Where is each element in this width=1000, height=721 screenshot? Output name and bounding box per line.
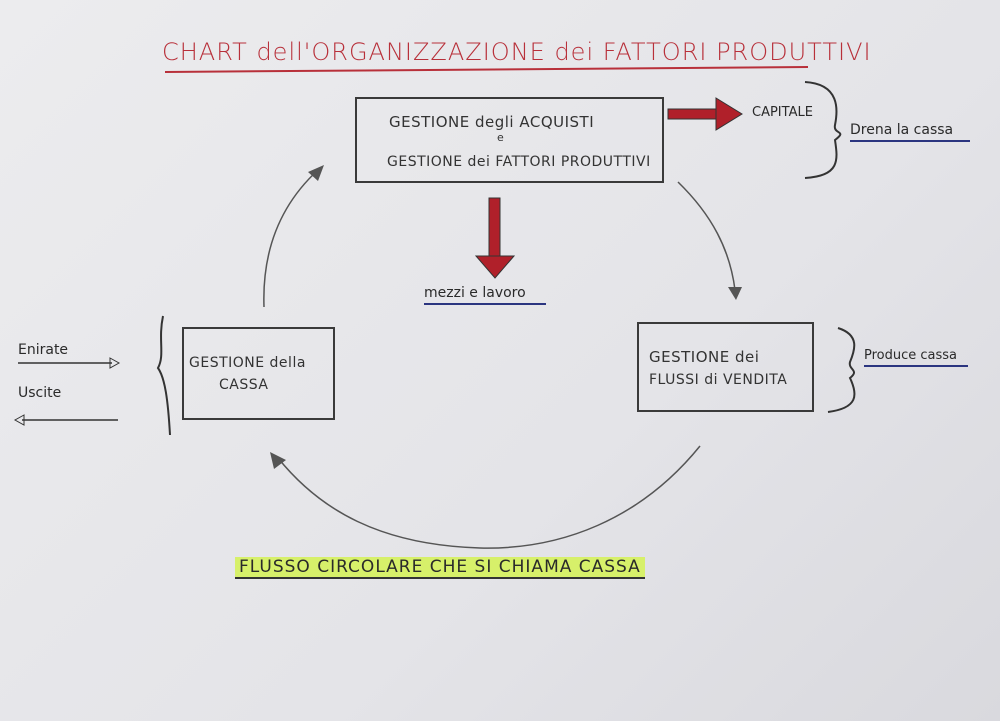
arrow-to-capitale bbox=[667, 97, 743, 131]
box-gestione-vendita: GESTIONE dei FLUSSI di VENDITA bbox=[637, 322, 814, 412]
footer-flusso-circolare: FLUSSO CIRCOLARE CHE SI CHIAMA CASSA bbox=[235, 557, 645, 579]
flow-arrow-acquisti-to-vendita bbox=[677, 181, 736, 291]
brace-cassa bbox=[156, 315, 171, 436]
acquisti-line2: GESTIONE dei FATTORI PRODUTTIVI bbox=[387, 154, 651, 170]
label-uscite: Uscite bbox=[18, 385, 62, 401]
brace-capitale bbox=[804, 81, 842, 179]
label-entrate: Enirate bbox=[18, 342, 69, 358]
cassa-line1: GESTIONE della bbox=[189, 355, 306, 371]
vendita-line1: GESTIONE dei bbox=[649, 348, 760, 366]
box-gestione-cassa: GESTIONE della CASSA bbox=[182, 327, 335, 420]
label-mezzi-lavoro: mezzi e lavoro bbox=[424, 285, 546, 305]
box-gestione-acquisti: GESTIONE degli ACQUISTI e GESTIONE dei F… bbox=[355, 97, 664, 183]
brace-vendita bbox=[827, 327, 856, 413]
diagram-title: CHART dell'ORGANIZZAZIONE dei FATTORI PR… bbox=[162, 38, 872, 66]
cassa-line2: CASSA bbox=[219, 377, 269, 393]
label-capitale: CAPITALE bbox=[752, 105, 813, 120]
acquisti-connector: e bbox=[497, 131, 505, 144]
acquisti-line1: GESTIONE degli ACQUISTI bbox=[389, 113, 595, 131]
arrow-to-mezzi bbox=[474, 197, 516, 279]
flow-arrow-cassa-to-acquisti bbox=[263, 169, 319, 308]
label-produce-cassa: Produce cassa bbox=[864, 348, 968, 367]
title-underline bbox=[164, 66, 809, 73]
flow-arrow-vendita-to-cassa bbox=[277, 445, 701, 549]
vendita-line2: FLUSSI di VENDITA bbox=[649, 372, 788, 388]
label-drena-cassa: Drena la cassa bbox=[850, 122, 970, 142]
